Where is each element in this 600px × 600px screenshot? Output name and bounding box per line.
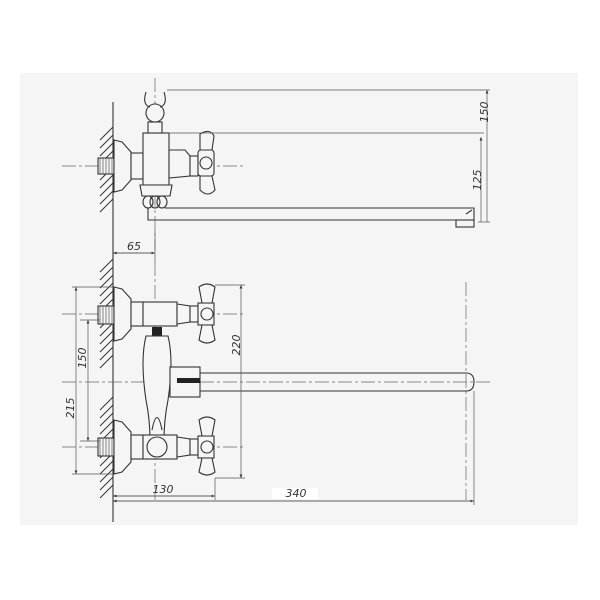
- dim-215: 215: [64, 398, 77, 419]
- front-handle-upper: [197, 302, 215, 326]
- dim-340-label-bg: [272, 488, 318, 499]
- shower-holder-clip: [144, 91, 166, 108]
- dim-340: 340: [286, 487, 307, 500]
- dim-150-inlet-spacing: 150: [76, 348, 89, 369]
- dim-220: 220: [230, 335, 243, 356]
- side-escutcheon: [113, 139, 132, 193]
- front-handle-lower: [197, 435, 215, 459]
- side-view: [62, 78, 490, 262]
- front-body-marker: [152, 327, 162, 336]
- side-body: [142, 132, 170, 186]
- dim-130: 130: [153, 483, 174, 496]
- dim-150-top: 150: [478, 102, 491, 123]
- side-aerator: [455, 219, 475, 228]
- front-body: [142, 335, 172, 441]
- dim-65: 65: [127, 240, 141, 253]
- front-diverter: [146, 436, 168, 458]
- front-view: [62, 262, 490, 505]
- side-spout: [147, 207, 475, 221]
- front-spout: [200, 372, 475, 392]
- wall-hatch-top: [99, 126, 114, 213]
- dim-125: 125: [471, 170, 484, 191]
